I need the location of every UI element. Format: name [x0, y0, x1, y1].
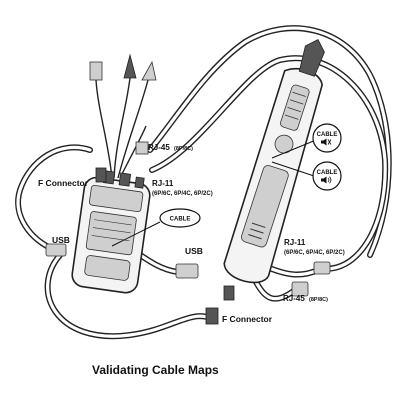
label-rj11-left-sub: (6P/6C, 6P/4C, 6P/2C) — [152, 191, 213, 197]
rj45-plug-right — [291, 281, 309, 297]
label-usb-right: USB — [185, 246, 203, 256]
callout-cable-left-text: CABLE — [170, 217, 191, 223]
rj11-plug-right — [313, 261, 331, 275]
rj45-plug-top — [135, 141, 149, 155]
label-rj11-right: RJ-11 — [284, 238, 306, 247]
probe-bottom-plug — [223, 285, 235, 301]
speaker-sound-icon — [321, 176, 332, 184]
tester-device — [71, 170, 151, 294]
diagram-caption: Validating Cable Maps — [92, 363, 219, 377]
connectors — [45, 141, 331, 325]
label-rj11-right-sub: (6P/6C, 6P/4C, 6P/2C) — [284, 250, 345, 256]
label-rj45-top: RJ-45 (8P/8C) — [148, 143, 193, 152]
label-rj11-left: RJ-11 — [152, 179, 174, 188]
label-usb-left: USB — [52, 235, 70, 245]
f-connector-plug-left — [95, 167, 107, 183]
lead-wires — [95, 77, 149, 179]
callout-cable-sound: CABLE — [271, 161, 342, 191]
alligator-clips — [89, 53, 157, 81]
callout-cable-mute: CABLE — [271, 123, 342, 159]
usb-plug-left — [45, 243, 67, 257]
label-f-connector-left: F Connector — [38, 178, 89, 188]
label-f-connector-bottom: F Connector — [222, 314, 273, 324]
f-connector-plug-bottom — [205, 307, 219, 325]
label-rj45-bottom: RJ-45 (8P/8C) — [283, 294, 328, 303]
callout-cable-sound-text: CABLE — [317, 170, 338, 176]
labels: RJ-45 (8P/8C) RJ-11 (6P/6C, 6P/4C, 6P/2C… — [38, 143, 345, 324]
callout-cable-left: CABLE — [111, 208, 201, 247]
probe-device — [223, 38, 325, 284]
usb-plug-right — [175, 263, 199, 279]
speaker-mute-icon — [321, 138, 332, 146]
clip-2 — [141, 60, 157, 81]
rj-plug-top — [89, 61, 103, 81]
callout-cable-mute-text: CABLE — [317, 132, 338, 138]
clip-1 — [123, 53, 137, 79]
